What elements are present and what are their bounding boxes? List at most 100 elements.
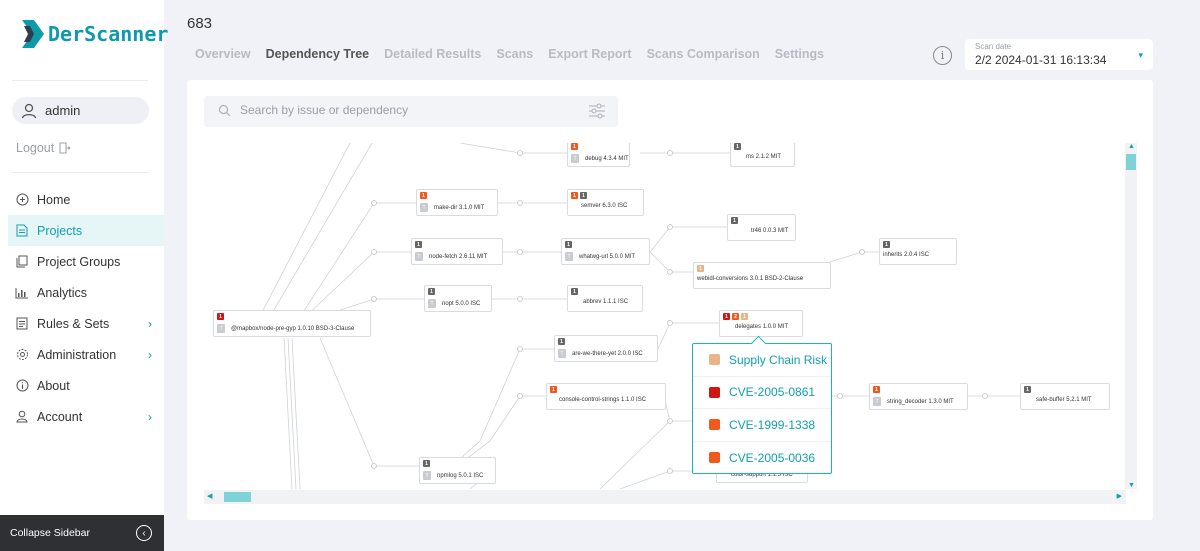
- chevron-right-icon: ›: [148, 317, 152, 331]
- tab-settings[interactable]: Settings: [774, 47, 825, 61]
- logout-link[interactable]: Logout: [16, 141, 71, 155]
- package-icon: T: [558, 349, 566, 358]
- issue-badge: 1: [883, 241, 890, 248]
- filter-icon[interactable]: [588, 102, 606, 120]
- tab-export-report[interactable]: Export Report: [548, 47, 632, 61]
- issue-badge: 1: [580, 192, 587, 199]
- sidebar-item-project-groups[interactable]: Project Groups: [8, 246, 164, 277]
- severity-square: [709, 386, 720, 398]
- issue-badge: 1: [873, 386, 880, 393]
- issue-item-cve[interactable]: CVE-2005-0036: [693, 442, 831, 475]
- tab-bar: Overview Dependency Tree Detailed Result…: [195, 47, 839, 61]
- issue-label: Supply Chain Risk: [729, 352, 828, 367]
- bar-chart-icon: [15, 286, 29, 300]
- info-icon: [15, 379, 29, 393]
- issue-badge: 1: [428, 288, 435, 295]
- scan-date-value: 2/2 2024-01-31 16:13:34: [975, 53, 1107, 67]
- scroll-right-icon[interactable]: ▶: [1116, 493, 1122, 500]
- issue-badges: 1: [731, 217, 740, 224]
- vertical-scrollbar[interactable]: ▲ ▼: [1125, 143, 1137, 489]
- issue-badge: 1: [217, 313, 224, 320]
- tree-node[interactable]: 1 safe-buffer 5.2.1 MIT: [1020, 383, 1110, 410]
- tab-overview[interactable]: Overview: [195, 47, 251, 61]
- issue-badges: 1: [415, 241, 424, 248]
- issue-item-cve[interactable]: CVE-2005-0861: [693, 377, 831, 409]
- sidebar: DerScanner admin Logout Home Projects Pr…: [0, 0, 168, 551]
- scan-date-label: Scan date: [975, 42, 1012, 51]
- node-label: npmlog 5.0.1 ISC: [437, 472, 484, 479]
- issue-badge: 1: [423, 460, 430, 467]
- divider: [12, 80, 148, 81]
- home-icon: [15, 193, 29, 207]
- scan-date-select[interactable]: Scan date 2/2 2024-01-31 16:13:34 ▾: [965, 39, 1153, 70]
- tab-scans[interactable]: Scans: [496, 47, 534, 61]
- search-icon: [218, 104, 231, 117]
- issue-badge: 1: [734, 143, 741, 150]
- chevron-right-icon: ›: [148, 348, 152, 362]
- issue-badges: 1: [550, 386, 559, 393]
- sidebar-item-home[interactable]: Home: [8, 184, 164, 215]
- sidebar-item-projects[interactable]: Projects: [8, 215, 164, 246]
- tree-edges: [257, 143, 1020, 489]
- issue-label: CVE-2005-0036: [729, 450, 816, 465]
- tree-node[interactable]: 1 tr46 0.0.3 MIT: [727, 214, 796, 241]
- node-label: string_decoder 1.3.0 MIT: [887, 398, 954, 405]
- scrollbar-thumb[interactable]: [1126, 154, 1136, 170]
- logo[interactable]: DerScanner: [22, 20, 168, 48]
- issue-badges: 1: [873, 386, 882, 393]
- info-icon[interactable]: i: [933, 46, 952, 65]
- horizontal-scrollbar[interactable]: ◀ ▶: [204, 490, 1126, 504]
- page-title: 683: [187, 15, 213, 32]
- sidebar-item-label: Home: [37, 192, 71, 207]
- tree-node[interactable]: 1 webidl-conversions 3.0.1 BSD-2-Clause: [693, 262, 831, 289]
- issue-item-supply-chain-risk[interactable]: Supply Chain Risk: [693, 344, 831, 377]
- scroll-left-icon[interactable]: ◀: [207, 493, 213, 500]
- issue-badge: 1: [420, 192, 427, 199]
- logout-icon: [59, 142, 71, 154]
- sidebar-item-analytics[interactable]: Analytics: [8, 277, 164, 308]
- node-label: safe-buffer 5.2.1 MIT: [1036, 397, 1092, 403]
- collapse-sidebar-button[interactable]: Collapse Sidebar ‹: [0, 515, 164, 551]
- user-pill[interactable]: admin: [12, 97, 149, 124]
- sidebar-item-label: Analytics: [37, 285, 88, 300]
- tree-node[interactable]: 1 ms 2.1.2 MIT: [730, 143, 795, 167]
- tree-node[interactable]: 1 console-control-strings 1.1.0 ISC: [546, 383, 666, 410]
- scroll-down-icon[interactable]: ▼: [1128, 482, 1135, 489]
- package-icon: T: [428, 299, 436, 308]
- sidebar-item-account[interactable]: Account ›: [8, 401, 164, 432]
- tab-detailed-results[interactable]: Detailed Results: [384, 47, 482, 61]
- tree-node[interactable]: 1 inherits 2.0.4 ISC: [879, 238, 957, 265]
- sidebar-item-administration[interactable]: Administration ›: [8, 339, 164, 370]
- issue-badges: 1: [883, 241, 892, 248]
- search-input[interactable]: [240, 103, 570, 117]
- tab-dependency-tree[interactable]: Dependency Tree: [265, 47, 370, 61]
- issue-badges: 1: [558, 338, 567, 345]
- scroll-up-icon[interactable]: ▲: [1128, 143, 1135, 150]
- node-label: are-we-there-yet 2.0.0 ISC: [572, 350, 643, 357]
- tree-node[interactable]: 1 T@mapbox/node-pre-gyp 1.0.10 BSD-3-Cla…: [213, 310, 371, 337]
- issue-badges: 1: [734, 143, 743, 150]
- nav-menu: Home Projects Project Groups Analytics R…: [8, 184, 164, 432]
- node-label: semver 6.3.0 ISC: [581, 203, 628, 209]
- scrollbar-thumb[interactable]: [224, 492, 251, 502]
- logout-label: Logout: [16, 141, 55, 155]
- issue-item-cve[interactable]: CVE-1999-1338: [693, 409, 831, 442]
- issue-badge: 1: [1024, 386, 1031, 393]
- issue-badges: 1: [571, 143, 580, 150]
- sidebar-item-rules-sets[interactable]: Rules & Sets ›: [8, 308, 164, 339]
- tree-node[interactable]: 1 abbrev 1.1.1 ISC: [567, 285, 643, 312]
- tab-scans-comparison[interactable]: Scans Comparison: [646, 47, 760, 61]
- sidebar-item-about[interactable]: About: [8, 370, 164, 401]
